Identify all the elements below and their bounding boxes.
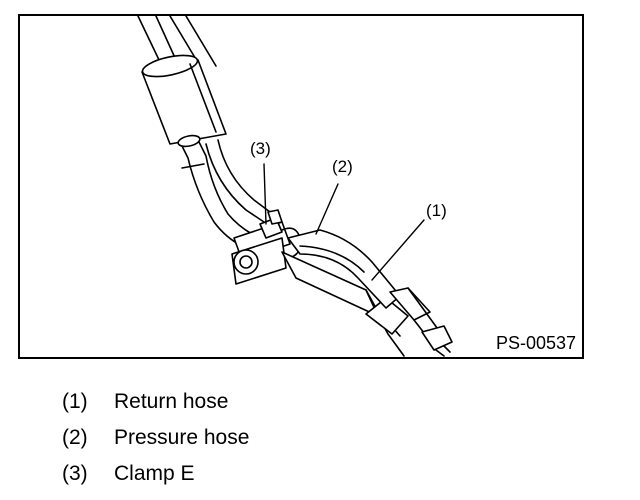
legend-number: (1) xyxy=(62,390,88,413)
upper-pipe-left xyxy=(137,16,177,63)
legend-number: (3) xyxy=(62,462,88,485)
legend-label: Clamp E xyxy=(114,462,195,485)
leader-line-2 xyxy=(315,183,339,235)
hose-diagram: (1) (2) (3) xyxy=(137,16,453,357)
callout-1: (1) xyxy=(426,201,447,220)
legend: (1) Return hose (2) Pressure hose (3) Cl… xyxy=(62,390,249,498)
rubber-sleeve xyxy=(141,54,227,145)
legend-item-return-hose: (1) Return hose xyxy=(62,390,249,426)
legend-item-clamp-e: (3) Clamp E xyxy=(62,462,249,498)
pressure-hose xyxy=(287,229,453,357)
clamp-e xyxy=(231,209,302,285)
callout-3: (3) xyxy=(250,139,271,158)
figure-frame: (1) (2) (3) PS-00537 xyxy=(18,14,584,359)
leader-line-1 xyxy=(371,219,425,281)
return-hose xyxy=(281,251,409,357)
legend-item-pressure-hose: (2) Pressure hose xyxy=(62,426,249,462)
legend-label: Return hose xyxy=(114,390,229,413)
pressure-pipe-upper xyxy=(205,139,271,223)
figure-code: PS-00537 xyxy=(495,333,576,353)
leader-line-3 xyxy=(263,163,267,225)
callout-2: (2) xyxy=(332,157,353,176)
legend-label: Pressure hose xyxy=(114,426,250,449)
legend-number: (2) xyxy=(62,426,88,449)
leader-lines xyxy=(263,163,425,281)
return-pipe-upper xyxy=(177,134,253,247)
